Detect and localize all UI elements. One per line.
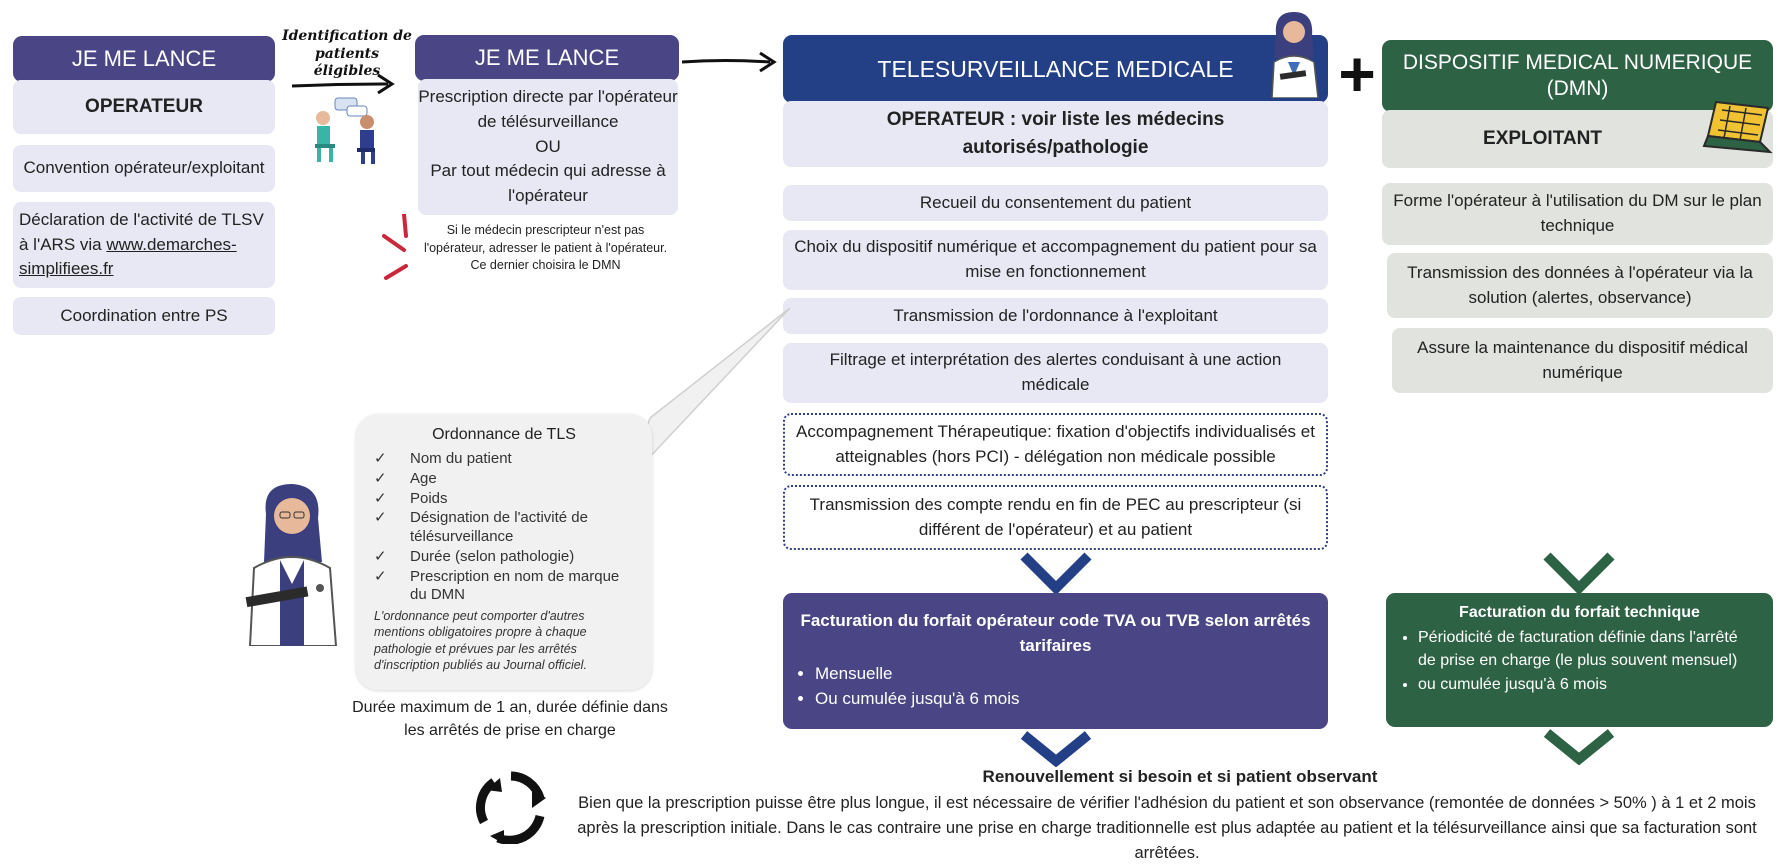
ordonnance-item: ✓Poids	[374, 489, 448, 507]
chevron-down-icon	[1543, 552, 1615, 594]
col1-header: JE ME LANCE	[13, 36, 275, 82]
col4-item-data-transmission: Transmission des données à l'opérateur v…	[1387, 253, 1773, 318]
col1-item-convention: Convention opérateur/exploitant	[13, 145, 275, 192]
col3-header: TELESURVEILLANCE MEDICALE	[783, 35, 1328, 103]
col3-item-report: Transmission des compte rendu en fin de …	[783, 485, 1328, 550]
check-icon: ✓	[374, 489, 387, 507]
col4-header: DISPOSITIF MEDICAL NUMERIQUE (DMN)	[1382, 40, 1773, 112]
ordonnance-card: Ordonnance de TLS ✓Nom du patient ✓Age ✓…	[356, 414, 652, 690]
chevron-down-icon	[1020, 552, 1092, 594]
check-icon: ✓	[374, 450, 387, 467]
ordonnance-item: ✓Prescription en nom de marque du DMN	[374, 567, 620, 604]
ordonnance-item: ✓Nom du patient	[374, 450, 512, 467]
col3-item-consent: Recueil du consentement du patient	[783, 185, 1328, 221]
ordonnance-item: ✓Age	[374, 469, 437, 487]
col4-billing-item: ou cumulée jusqu'à 6 mois	[1418, 673, 1759, 696]
ordonnance-duration: Durée maximum de 1 an, durée définie dan…	[352, 699, 668, 740]
doctors-consultation-icon	[315, 97, 375, 164]
check-icon: ✓	[374, 547, 387, 565]
doctor-icon	[245, 484, 338, 646]
col3-billing-item: Mensuelle	[815, 662, 1314, 687]
chevron-down-icon	[1020, 731, 1092, 767]
laptop-icon	[1702, 100, 1773, 154]
plus-sign: +	[1338, 38, 1376, 110]
prescription-line-2: Par tout médecin qui adresse à l'opérate…	[430, 161, 666, 205]
arrow-col1-col2	[291, 73, 395, 95]
renewal-title: Renouvellement si besoin et si patient o…	[982, 767, 1378, 786]
check-icon: ✓	[374, 567, 387, 585]
prescription-or: OU	[535, 136, 561, 156]
chevron-down-icon	[1543, 729, 1615, 765]
declaration-text: Déclaration de l'activité de TLSV à l'AR…	[19, 210, 264, 279]
col3-item-device-choice: Choix du dispositif numérique et accompa…	[783, 230, 1328, 290]
col3-item-transmission: Transmission de l'ordonnance à l'exploit…	[783, 298, 1328, 334]
col2-note: Si le médecin prescripteur n'est pas l'o…	[423, 223, 668, 272]
ordonnance-item: ✓Durée (selon pathologie)	[374, 547, 575, 565]
col3-billing: Facturation du forfait opérateur code TV…	[783, 593, 1328, 729]
check-icon: ✓	[374, 469, 387, 487]
col4-billing-item: Périodicité de facturation définie dans …	[1418, 626, 1759, 672]
col2-prescription: Prescription directe par l'opérateur de …	[418, 79, 678, 215]
col1-item-coordination: Coordination entre PS	[13, 297, 275, 335]
col4-item-maintenance: Assure la maintenance du dispositif médi…	[1392, 328, 1773, 393]
col4-item-training: Forme l'opérateur à l'utilisation du DM …	[1382, 183, 1773, 245]
col4-billing: Facturation du forfait technique Périodi…	[1386, 593, 1773, 727]
col1-role: OPERATEUR	[13, 80, 275, 134]
col4-billing-title: Facturation du forfait technique	[1459, 604, 1700, 621]
alert-lines-icon	[382, 214, 408, 280]
renewal-text: Bien que la prescription puisse être plu…	[577, 794, 1757, 862]
col3-item-therapeutic: Accompagnement Thérapeutique: fixation d…	[783, 413, 1328, 476]
ordonnance-title: Ordonnance de TLS	[432, 426, 576, 443]
check-icon: ✓	[374, 509, 387, 527]
col3-billing-title: Facturation du forfait opérateur code TV…	[800, 611, 1311, 655]
arrow-col2-col3	[681, 51, 777, 73]
col3-billing-item: Ou cumulée jusqu'à 6 mois	[815, 687, 1314, 712]
prescription-line-1: Prescription directe par l'opérateur de …	[418, 87, 678, 132]
col2-header: JE ME LANCE	[415, 35, 679, 81]
ordonnance-item: ✓Désignation de l'activité de télésurvei…	[374, 509, 588, 545]
arrow-label: Identification de patients éligibles	[282, 28, 412, 79]
demarches-link[interactable]: www.demarches-simplifiees.fr	[19, 234, 237, 279]
ordonnance-note: L'ordonnance peut comporter d'autres men…	[374, 609, 587, 672]
col1-declaration: Déclaration de l'activité de TLSV à l'AR…	[13, 202, 275, 288]
col3-role: OPERATEUR : voir liste les médecins auto…	[783, 101, 1328, 167]
recycle-icon	[475, 771, 546, 844]
doctor-icon	[1271, 12, 1319, 98]
col3-item-alerts: Filtrage et interprétation des alertes c…	[783, 343, 1328, 403]
